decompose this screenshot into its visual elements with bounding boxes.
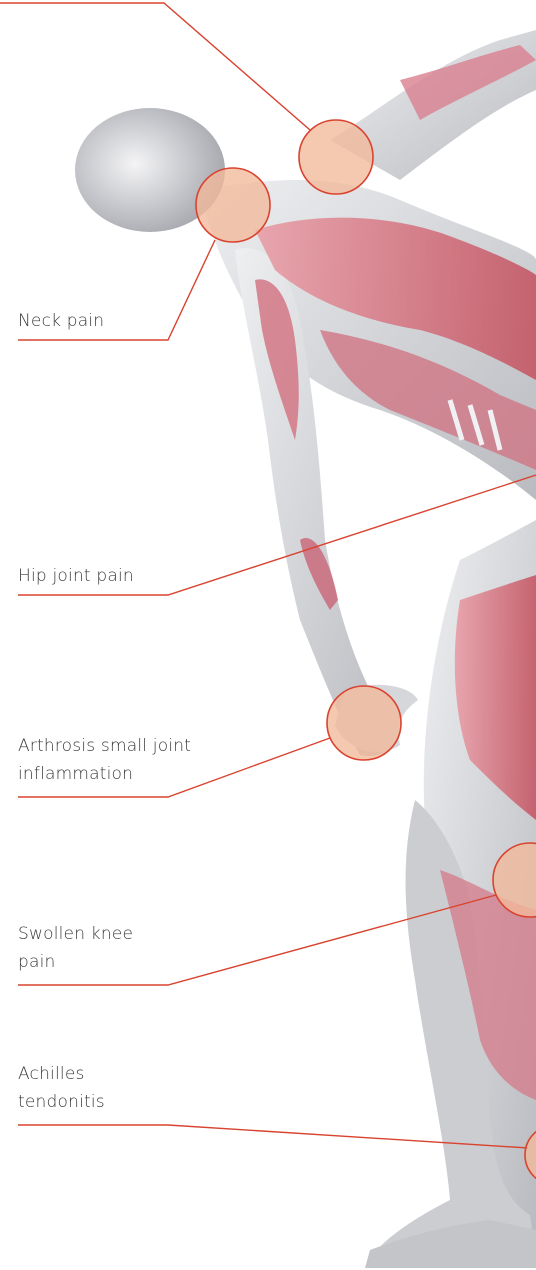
label-achilles-line-2: tendonitis	[18, 1088, 105, 1116]
label-swollen-knee: Swollen knee pain	[18, 920, 133, 976]
label-neck-pain: Neck pain	[18, 307, 104, 335]
label-achilles: Achilles tendonitis	[18, 1060, 105, 1116]
marker-neck	[196, 168, 270, 242]
label-swollen-knee-line-2: pain	[18, 948, 133, 976]
marker-wrist	[327, 686, 401, 760]
label-hip-joint-pain: Hip joint pain	[18, 562, 134, 590]
label-arthrosis-line-2: inflammation	[18, 760, 191, 788]
label-hip-joint-pain-line-1: Hip joint pain	[18, 562, 134, 590]
label-achilles-line-1: Achilles	[18, 1060, 105, 1088]
marker-shoulder	[299, 120, 373, 194]
label-arthrosis: Arthrosis small joint inflammation	[18, 732, 191, 788]
label-neck-pain-line-1: Neck pain	[18, 307, 104, 335]
label-arthrosis-line-1: Arthrosis small joint	[18, 732, 191, 760]
label-swollen-knee-line-1: Swollen knee	[18, 920, 133, 948]
